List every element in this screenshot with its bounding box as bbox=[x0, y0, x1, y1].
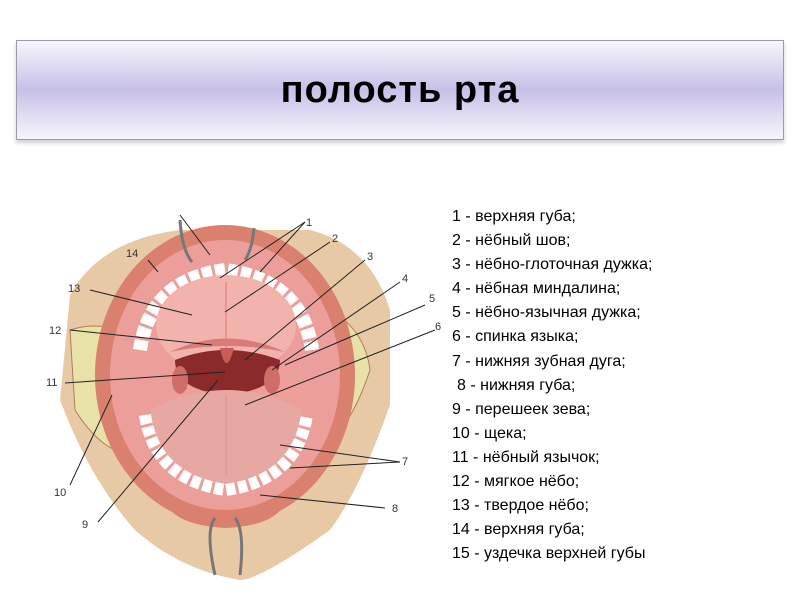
legend-item-5: 5 - нёбно-язычная дужка; bbox=[452, 304, 641, 322]
legend-item-6: 6 - спинка языка; bbox=[452, 328, 579, 346]
legend-item-4: 4 - нёбная миндалина; bbox=[452, 280, 621, 298]
legend-item-2: 2 - нёбный шов; bbox=[452, 232, 571, 250]
leader-13 bbox=[89, 289, 193, 316]
leader-7a bbox=[279, 444, 401, 463]
leader-14 bbox=[147, 259, 159, 273]
leader-lines bbox=[64, 214, 436, 523]
leader-11 bbox=[64, 371, 226, 384]
slide-title: полость рта bbox=[280, 68, 520, 111]
lower-right-hook bbox=[233, 517, 244, 576]
right-tonsil bbox=[264, 366, 280, 394]
leader-7b bbox=[289, 461, 401, 469]
legend-item-11: 11 - нёбный язычок; bbox=[452, 448, 600, 466]
legend-item-9: 9 - перешеек зева; bbox=[452, 400, 591, 418]
callout-12: 12 bbox=[49, 325, 61, 337]
leader-1b bbox=[219, 221, 306, 279]
legend-item-14: 14 - верхняя губа; bbox=[452, 521, 585, 539]
callout-3: 3 bbox=[367, 251, 373, 263]
leader-3 bbox=[244, 259, 366, 361]
leader-9 bbox=[97, 379, 219, 523]
legend-item-1: 1 - верхняя губа; bbox=[452, 208, 576, 225]
leader-10 bbox=[69, 394, 113, 486]
callout-1: 1 bbox=[306, 217, 312, 229]
legend-item-10: 10 - щека; bbox=[452, 424, 527, 442]
leader-2 bbox=[224, 241, 331, 313]
uvula bbox=[220, 348, 234, 363]
leader-1a bbox=[179, 214, 211, 256]
callout-13: 13 bbox=[68, 283, 80, 295]
throat-opening bbox=[175, 350, 280, 395]
leader-8 bbox=[259, 494, 386, 509]
callout-6: 6 bbox=[435, 321, 441, 333]
leader-12 bbox=[69, 329, 213, 346]
left-tonsil bbox=[172, 366, 188, 394]
mouth-illustration: 1 2 3 4 5 6 7 8 9 10 11 12 13 14 bbox=[46, 214, 441, 580]
title-bar: полость рта bbox=[16, 40, 784, 140]
callout-11: 11 bbox=[46, 377, 57, 389]
lower-left-hook bbox=[208, 517, 217, 576]
callout-7: 7 bbox=[402, 456, 408, 468]
upper-left-hook bbox=[178, 219, 194, 263]
callout-14: 14 bbox=[126, 248, 138, 260]
legend-item-8: 8 - нижняя губа; bbox=[457, 376, 576, 394]
mouth-diagram: 1 2 3 4 5 6 7 8 9 10 11 12 13 14 bbox=[40, 200, 450, 590]
legend-item-13: 13 - твердое нёбо; bbox=[452, 497, 589, 515]
lower-teeth bbox=[139, 413, 313, 497]
legend-item-12: 12 - мягкое нёбо; bbox=[452, 473, 580, 491]
callout-2: 2 bbox=[332, 233, 338, 245]
leader-6 bbox=[244, 329, 436, 406]
upper-right-hook bbox=[243, 227, 256, 261]
callout-9: 9 bbox=[82, 519, 88, 531]
legend-item-15: 15 - уздечка верхней губы bbox=[452, 545, 646, 563]
callout-4: 4 bbox=[402, 273, 408, 285]
upper-teeth bbox=[133, 262, 319, 352]
legend-item-7: 7 - нижняя зубная дуга; bbox=[452, 352, 626, 370]
leader-5 bbox=[284, 304, 426, 366]
legend-item-3: 3 - нёбно-глоточная дужка; bbox=[452, 256, 653, 274]
lower-lip bbox=[165, 500, 285, 528]
callout-5: 5 bbox=[429, 293, 435, 305]
legend-list: 1 - верхняя губа; 2 - нёбный шов; 3 - нё… bbox=[452, 205, 792, 566]
soft-palate bbox=[170, 338, 285, 352]
callout-8: 8 bbox=[392, 503, 398, 515]
callout-10: 10 bbox=[54, 487, 66, 499]
leader-1c bbox=[259, 221, 306, 273]
leader-4 bbox=[271, 281, 401, 371]
